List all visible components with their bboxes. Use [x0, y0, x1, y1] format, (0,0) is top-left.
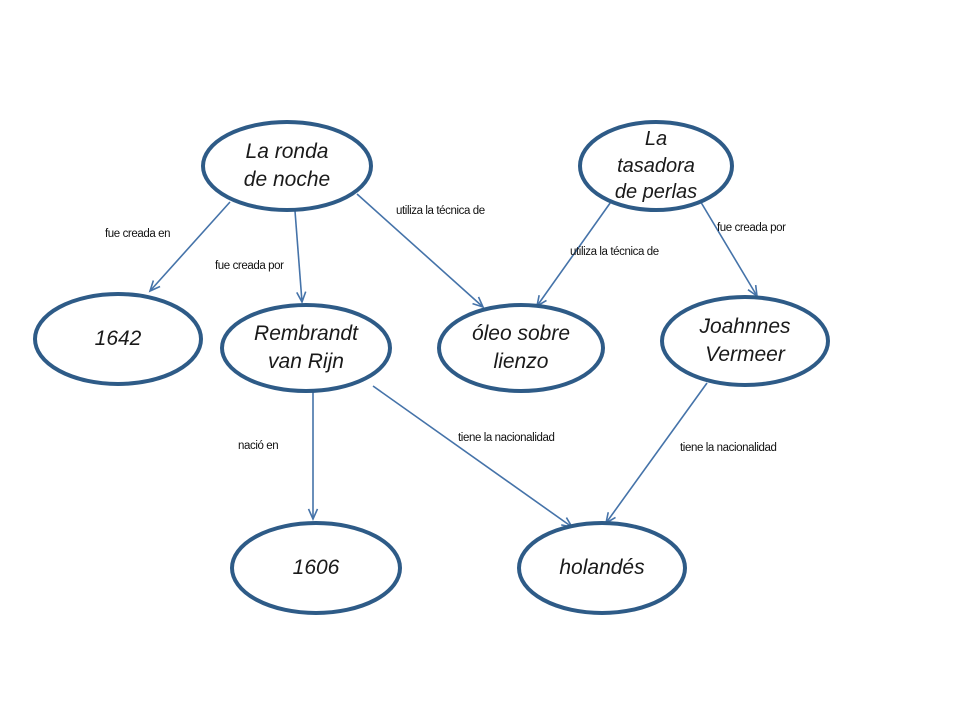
edge-line	[294, 210, 303, 303]
edge-arrowhead-icon	[307, 508, 319, 521]
node-ellipse-vermeer[interactable]	[660, 295, 830, 387]
node-ellipse-1642[interactable]	[33, 292, 203, 386]
edge-rembrandt-to-1606	[307, 392, 319, 521]
node-ellipse-tasadora[interactable]	[578, 120, 734, 212]
edge-line	[372, 385, 573, 528]
edge-rembrandt-to-holandes	[372, 385, 574, 529]
edge-arrowhead-icon	[148, 280, 161, 293]
edge-line	[356, 193, 484, 308]
edge-tasadora-to-oleo	[535, 198, 614, 308]
edge-line	[605, 382, 708, 524]
edge-ronda-to-oleo	[356, 193, 485, 309]
edge-line	[698, 198, 758, 297]
edge-ronda-to-1642	[148, 201, 231, 293]
edge-arrowhead-icon	[296, 291, 307, 304]
node-ellipse-rembrandt[interactable]	[220, 303, 392, 393]
edge-arrowhead-icon	[747, 284, 759, 298]
edge-ronda-to-rembrandt	[294, 210, 307, 304]
edge-line	[149, 201, 231, 292]
node-ellipse-holandes[interactable]	[517, 521, 687, 615]
edge-vermeer-to-holandes	[604, 382, 708, 525]
nodes-layer	[33, 120, 830, 615]
node-ellipse-oleo[interactable]	[437, 303, 605, 393]
node-ellipse-ronda[interactable]	[201, 120, 373, 212]
node-ellipse-1606[interactable]	[230, 521, 402, 615]
edge-arrowhead-icon	[472, 296, 485, 309]
edge-tasadora-to-vermeer	[698, 198, 759, 298]
edge-line	[536, 198, 614, 307]
